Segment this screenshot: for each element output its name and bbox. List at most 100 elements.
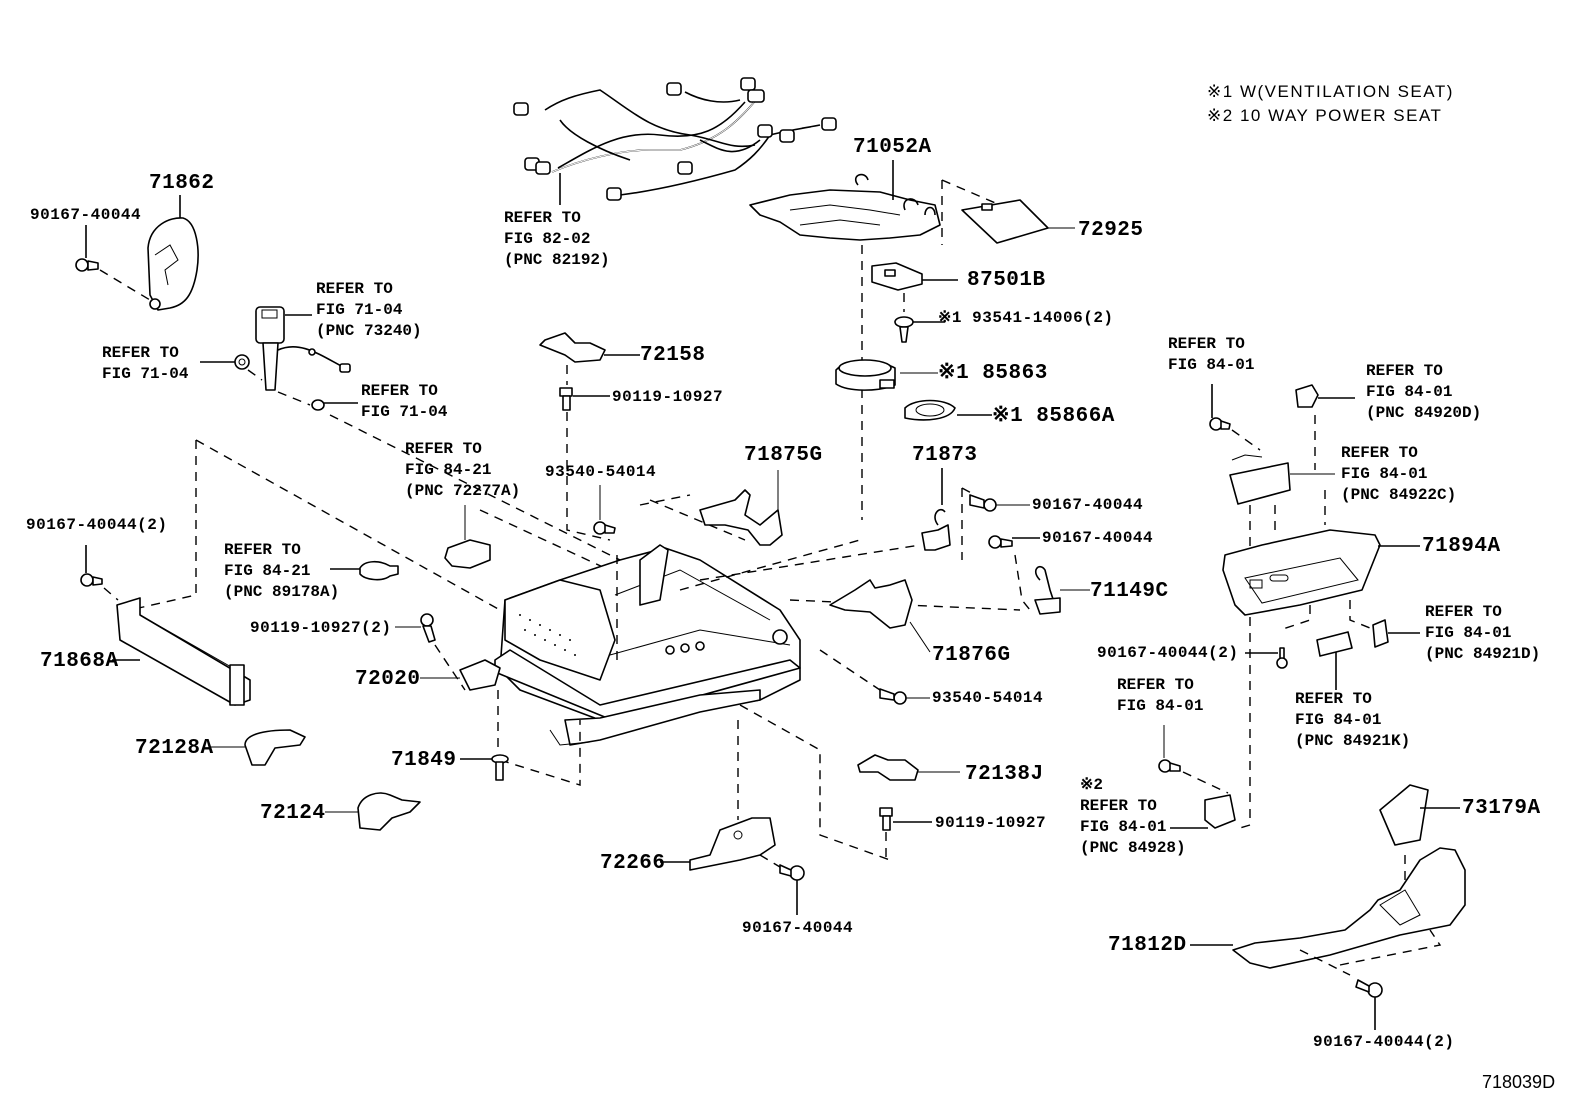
pad-72925[interactable]: [961, 199, 1075, 244]
ref-knob-84921D[interactable]: REFER TO FIG 84-01 (PNC 84921D): [1425, 603, 1541, 663]
switch-bezel-71894A[interactable]: [1222, 529, 1420, 616]
knob-84921K[interactable]: [1316, 631, 1353, 690]
cover-71812D[interactable]: [1190, 847, 1466, 969]
clip-72277A[interactable]: [444, 505, 491, 569]
label-72020[interactable]: 72020: [355, 668, 421, 691]
screw-84-01-b[interactable]: [1158, 725, 1181, 773]
label-93540-54014-a[interactable]: 93540-54014: [545, 463, 657, 481]
cover-72158[interactable]: [539, 332, 640, 363]
ref-sensor-89178A[interactable]: REFER TO FIG 84-21 (PNC 89178A): [224, 541, 340, 601]
ref-screw-84-01[interactable]: REFER TO FIG 84-01: [1168, 335, 1255, 374]
label-71052A[interactable]: 71052A: [853, 136, 932, 159]
cover-71862[interactable]: [147, 195, 199, 311]
cover-72128A[interactable]: [210, 729, 306, 766]
ref-wire-harness[interactable]: REFER TO FIG 82-02 (PNC 82192): [504, 209, 610, 269]
label-90119-10927-b[interactable]: 90119-10927: [935, 814, 1047, 832]
ref-clip-72277A[interactable]: REFER TO FIG 84-21 (PNC 72277A): [405, 440, 521, 500]
label-71149C[interactable]: 71149C: [1090, 580, 1169, 603]
sensor-89178A[interactable]: [330, 560, 399, 581]
label-90167-40044-2c[interactable]: 90167-40044(2): [1313, 1033, 1455, 1051]
screw-90167-2b[interactable]: [1245, 647, 1288, 669]
hook-71149C[interactable]: [1034, 565, 1090, 615]
pin-71849[interactable]: [460, 754, 509, 781]
bolt-93540-b[interactable]: [879, 688, 930, 705]
note-text: 10 WAY POWER SEAT: [1239, 106, 1443, 125]
label-90167-40044-d[interactable]: 90167-40044: [742, 919, 854, 937]
ref-buckle-washer[interactable]: REFER TO FIG 71-04: [361, 382, 448, 421]
rail-72020[interactable]: [420, 659, 501, 691]
label-90167-40044-2b[interactable]: 90167-40044(2): [1097, 644, 1239, 662]
label-85866A[interactable]: ※1 85866A: [992, 405, 1115, 428]
screw-93541[interactable]: [894, 316, 945, 343]
label-90167-40044-b[interactable]: 90167-40044: [1032, 496, 1144, 514]
screw-90167-2a[interactable]: [80, 545, 103, 587]
label-90119-10927-2[interactable]: 90119-10927(2): [250, 619, 392, 637]
cover-72266[interactable]: [660, 817, 776, 871]
label-85863[interactable]: ※1 85863: [938, 362, 1048, 385]
label-90119-10927-a[interactable]: 90119-10927: [612, 388, 724, 406]
legend-note-1: ※1 W(VENTILATION SEAT): [1207, 80, 1454, 104]
label-73179A[interactable]: 73179A: [1462, 797, 1541, 820]
cover-72138J[interactable]: [857, 754, 960, 781]
label-90167-40044-c[interactable]: 90167-40044: [1042, 529, 1154, 547]
label-71812D[interactable]: 71812D: [1108, 934, 1187, 957]
bracket-71875G[interactable]: [699, 470, 783, 546]
seat-track-frame[interactable]: [494, 544, 801, 746]
duct-85866A[interactable]: [904, 399, 992, 421]
buckle-nut[interactable]: [200, 354, 250, 370]
label-90167-40044-a[interactable]: 90167-40044: [30, 206, 142, 224]
label-87501B[interactable]: 87501B: [967, 269, 1046, 292]
legend-note-2: ※2 10 WAY POWER SEAT: [1207, 104, 1442, 128]
screw-90167-a[interactable]: [75, 225, 99, 272]
bolt-90119-b[interactable]: [879, 807, 932, 831]
screw-90167-b[interactable]: [969, 494, 1030, 512]
wire-harness[interactable]: [513, 77, 837, 205]
cover-72124[interactable]: [325, 792, 421, 831]
label-90167-40044-2a[interactable]: 90167-40044(2): [26, 516, 168, 534]
ref-switch-84928[interactable]: ※2 REFER TO FIG 84-01 (PNC 84928): [1080, 776, 1186, 857]
label-71873[interactable]: 71873: [912, 444, 978, 467]
switch-84928[interactable]: [1170, 794, 1236, 829]
screw-90167-c[interactable]: [988, 535, 1040, 549]
label-72124[interactable]: 72124: [260, 802, 326, 825]
label-72158[interactable]: 72158: [640, 344, 706, 367]
bar-71868A[interactable]: [112, 597, 251, 706]
ref-screw-84-01-b[interactable]: REFER TO FIG 84-01: [1117, 676, 1204, 715]
label-93541-14006[interactable]: ※1 93541-14006(2): [938, 309, 1114, 327]
label-72138J[interactable]: 72138J: [965, 763, 1044, 786]
knob-84921D[interactable]: [1372, 619, 1420, 648]
ref-switch-84922C[interactable]: REFER TO FIG 84-01 (PNC 84922C): [1341, 444, 1457, 504]
ref-buckle-nut[interactable]: REFER TO FIG 71-04: [102, 344, 189, 383]
label-71894A[interactable]: 71894A: [1422, 535, 1501, 558]
connector-87501B[interactable]: [871, 262, 958, 291]
label-71862[interactable]: 71862: [149, 172, 215, 195]
seat-mat-71052A[interactable]: [749, 160, 941, 241]
bolt-93540-a[interactable]: [593, 485, 616, 535]
label-71868A[interactable]: 71868A: [40, 650, 119, 673]
seat-belt-buckle[interactable]: [255, 306, 351, 391]
screw-90167-d[interactable]: [779, 864, 805, 915]
screw-90167-2c[interactable]: [1355, 979, 1383, 1030]
screw-84-01-a[interactable]: [1209, 384, 1231, 431]
bolt-90119-a[interactable]: [559, 387, 610, 411]
hook-71873[interactable]: [921, 468, 951, 551]
note-mark: ※1: [1207, 82, 1234, 101]
label-72925[interactable]: 72925: [1078, 219, 1144, 242]
label-72266[interactable]: 72266: [600, 852, 666, 875]
ref-knob-84921K[interactable]: REFER TO FIG 84-01 (PNC 84921K): [1295, 690, 1411, 750]
label-72128A[interactable]: 72128A: [135, 737, 214, 760]
ref-seat-belt-buckle[interactable]: REFER TO FIG 71-04 (PNC 73240): [316, 280, 422, 340]
buckle-washer[interactable]: [311, 399, 358, 411]
bolt-90119-2[interactable]: [395, 613, 436, 643]
ref-knob-84920D[interactable]: REFER TO FIG 84-01 (PNC 84920D): [1366, 362, 1482, 422]
label-71876G[interactable]: 71876G: [932, 644, 1011, 667]
cover-73179A[interactable]: [1379, 784, 1460, 846]
switch-84922C[interactable]: [1229, 454, 1335, 505]
label-71875G[interactable]: 71875G: [744, 444, 823, 467]
fan-85863[interactable]: [835, 359, 938, 391]
label-71849[interactable]: 71849: [391, 749, 457, 772]
label-93540-54014-b[interactable]: 93540-54014: [932, 689, 1044, 707]
knob-84920D[interactable]: [1295, 384, 1355, 408]
bracket-71876G[interactable]: [829, 579, 931, 653]
